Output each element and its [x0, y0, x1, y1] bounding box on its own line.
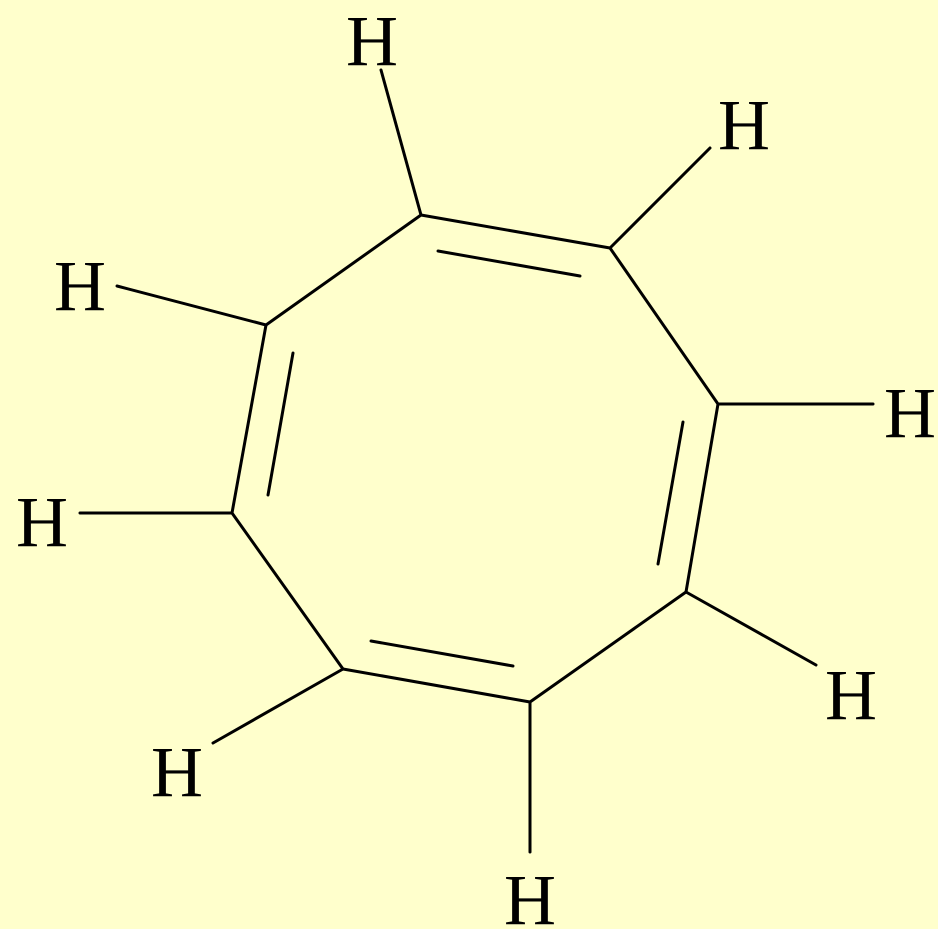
hydrogen-label: H	[825, 655, 877, 735]
ring-bond-single-1	[608, 246, 720, 406]
hydrogen-label: H	[54, 246, 106, 326]
ring-bond-double-3-outer	[341, 667, 532, 704]
hydrogen-label: H	[151, 732, 203, 812]
ring-bond-single-4	[264, 213, 423, 327]
ch-bond-2	[608, 146, 712, 250]
hydrogen-label: H	[718, 85, 770, 165]
ring-bond-single-2	[528, 590, 688, 704]
hydrogen-label: H	[16, 482, 68, 562]
ring-bond-double-4-outer	[230, 323, 268, 515]
ring-bond-double-1-outer	[419, 213, 612, 250]
ring-bond-single-3	[230, 511, 345, 671]
ring-bond-double-3-inner	[369, 639, 515, 668]
ch-bond-1	[379, 68, 423, 217]
ch-bond-8	[115, 284, 268, 327]
ring-bond-double-2-inner	[656, 420, 685, 566]
hydrogen-label: H	[346, 1, 398, 81]
hydrogen-label: H	[884, 373, 936, 453]
ring-bond-double-2-outer	[684, 402, 720, 594]
hydrogen-label: H	[504, 860, 556, 929]
ch-bond-6	[211, 667, 345, 745]
ring-bond-double-4-inner	[266, 351, 295, 497]
ring-bond-double-1-inner	[436, 249, 582, 278]
ch-bond-4	[684, 590, 818, 667]
